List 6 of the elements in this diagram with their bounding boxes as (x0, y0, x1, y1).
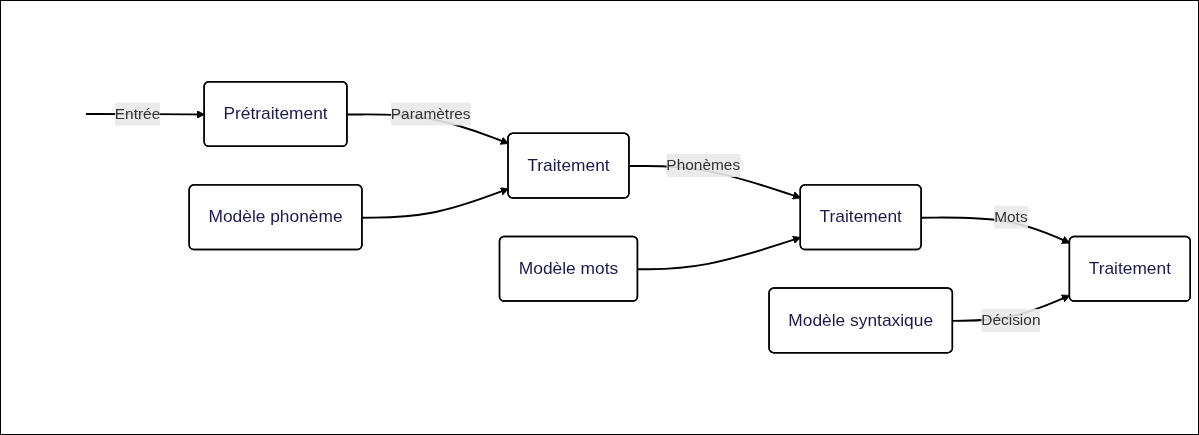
edge-label: Phonèmes (666, 157, 741, 174)
edge-label: Paramètres (390, 105, 471, 123)
arrow (361, 187, 509, 219)
edge-label: Entrée (114, 105, 161, 123)
edge-label: Mots (994, 208, 1028, 226)
edge-label: Décision (981, 311, 1041, 329)
